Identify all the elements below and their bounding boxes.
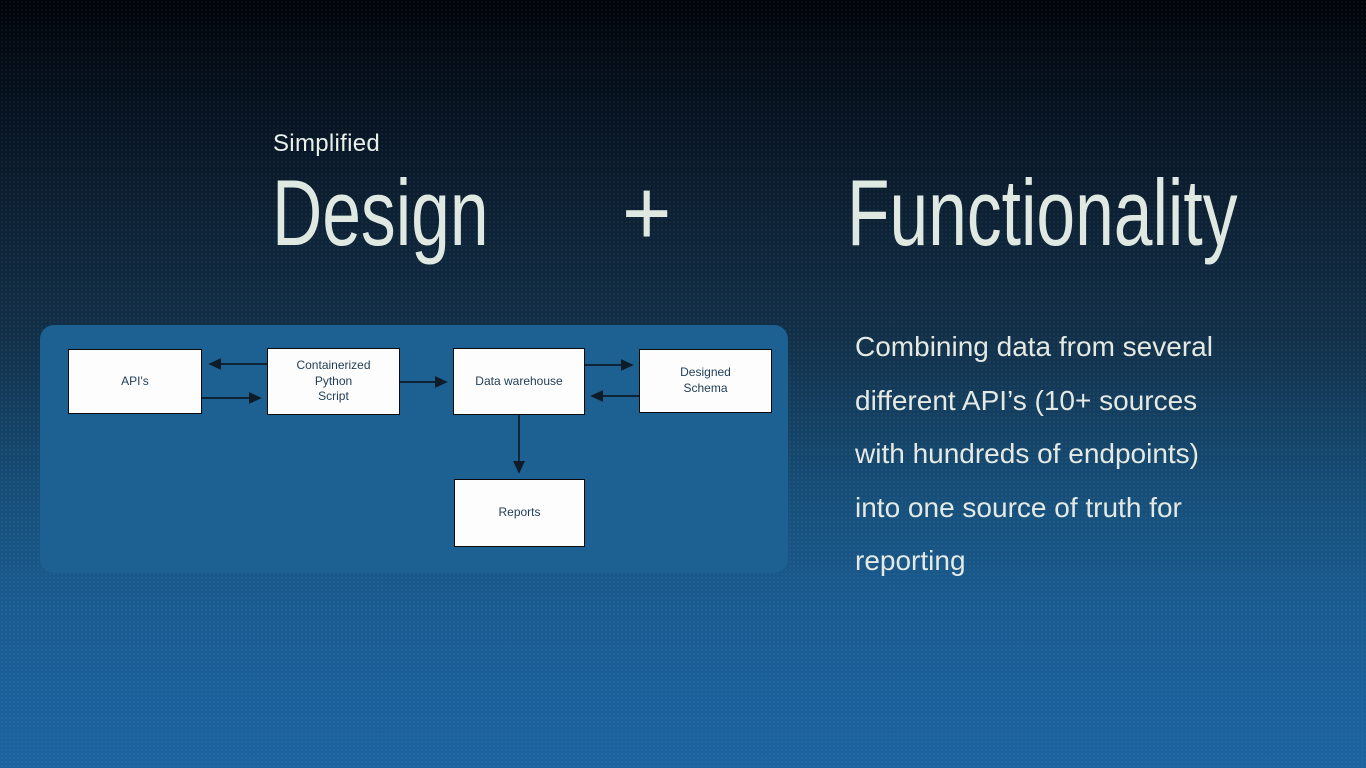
diagram-node-data-warehouse: Data warehouse	[453, 348, 585, 415]
title-functionality: Functionality	[847, 160, 1238, 265]
plus-sign: +	[622, 160, 672, 265]
description-text: Combining data from several different AP…	[855, 331, 1213, 576]
diagram-node-designed-schema: Designed Schema	[639, 349, 772, 413]
title-design: Design	[272, 160, 489, 265]
diagram-node-reports: Reports	[454, 479, 585, 547]
diagram-arrows	[202, 358, 639, 474]
eyebrow-label: Simplified	[273, 130, 381, 157]
diagram-node-containerized-python-script: Containerized Python Script	[267, 348, 400, 415]
diagram-node-apis: API's	[68, 349, 202, 414]
diagram-panel: API's Containerized Python Script Data w…	[40, 325, 788, 573]
